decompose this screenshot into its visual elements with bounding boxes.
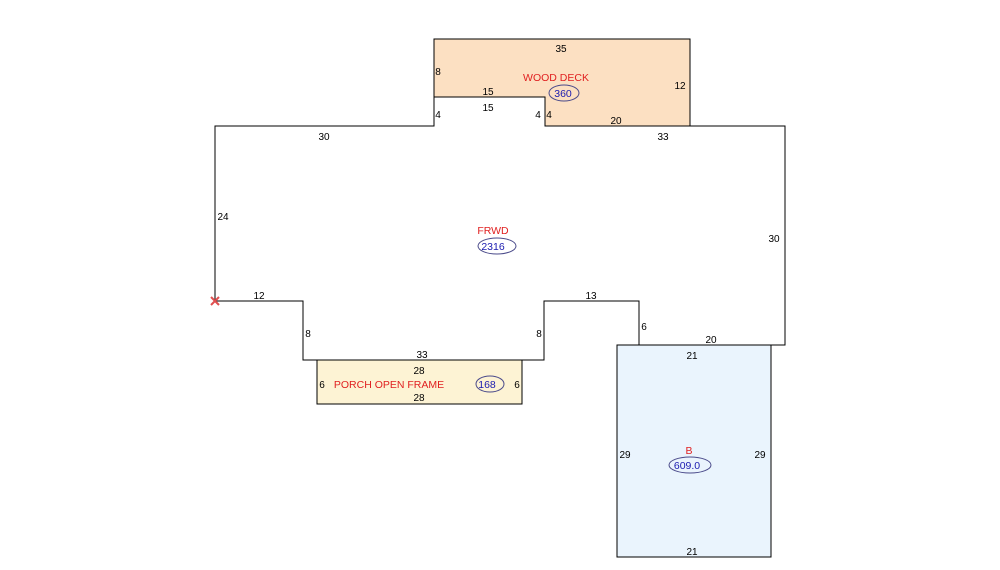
wood-deck-area: 360 (554, 88, 572, 100)
dim-notch-right-b: 4 (546, 110, 552, 121)
origin-marker-icon[interactable] (210, 296, 220, 306)
dim-main-left-step: 8 (305, 329, 311, 340)
dim-main-right-step: 8 (536, 329, 542, 340)
dim-main-mid-top: 13 (585, 291, 597, 302)
porch-section[interactable] (316, 359, 523, 405)
dim-b-top: 21 (686, 351, 698, 362)
dim-main-top-right: 33 (657, 132, 669, 143)
dim-notch-top: 15 (482, 103, 494, 114)
b-label: B (685, 445, 692, 457)
frwd-label: FRWD (477, 225, 509, 237)
dim-porch-bottom: 28 (413, 393, 425, 404)
dim-porch-left: 6 (319, 380, 325, 391)
dim-main-bottom-right: 20 (705, 335, 717, 346)
dim-porch-right: 6 (514, 380, 520, 391)
porch-shape (316, 359, 523, 405)
b-shape (616, 344, 772, 558)
dim-deck-left: 8 (435, 67, 441, 78)
b-area-ellipse (668, 456, 712, 474)
dim-main-bottom: 33 (416, 350, 428, 361)
dim-deck-inner-top: 15 (482, 87, 494, 98)
dim-notch-right-a: 4 (535, 110, 541, 121)
wood-deck-label: WOOD DECK (523, 72, 589, 84)
dim-b-bottom: 21 (686, 547, 698, 558)
dim-main-step-6: 6 (641, 322, 647, 333)
porch-label: PORCH OPEN FRAME (334, 379, 444, 391)
dim-deck-right: 12 (674, 81, 686, 92)
dim-porch-top: 28 (413, 366, 425, 377)
b-section[interactable] (616, 344, 772, 558)
dim-main-left: 24 (217, 212, 229, 223)
dim-deck-bottom-right: 20 (610, 116, 622, 127)
dim-main-top-left: 30 (318, 132, 330, 143)
dim-b-left: 29 (619, 450, 631, 461)
dim-deck-top: 35 (555, 44, 567, 55)
frwd-area: 2316 (481, 241, 505, 253)
dim-main-lower-left: 12 (253, 291, 265, 302)
porch-area: 168 (478, 379, 496, 391)
frwd-area-ellipse (477, 237, 517, 255)
wood-deck-area-ellipse (548, 84, 580, 102)
dim-main-right: 30 (768, 234, 780, 245)
b-area: 609.0 (674, 460, 700, 472)
dim-notch-left: 4 (435, 110, 441, 121)
porch-area-ellipse (475, 375, 505, 393)
dim-b-right: 29 (754, 450, 766, 461)
